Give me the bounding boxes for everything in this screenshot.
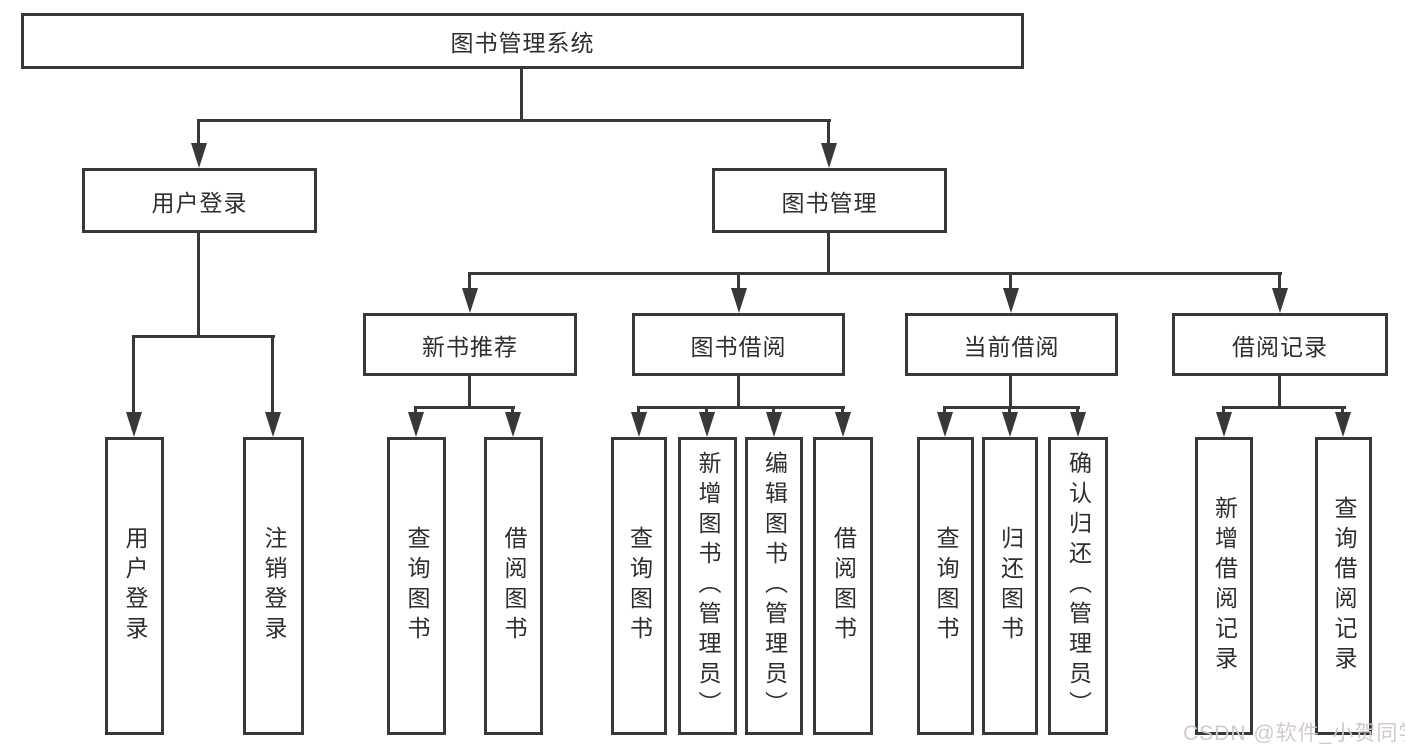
node-root: 图书管理系统: [21, 13, 1024, 69]
leaf-add-books-admin: 新增图书（管理员）: [678, 437, 737, 735]
csdn-watermark: CSDN @软件_小贺同学: [1183, 722, 1405, 745]
connector-bookmgmt-stem: [827, 231, 830, 274]
connector-root-stem: [520, 67, 523, 121]
leaf-query-books-1: 查询图书: [387, 437, 446, 735]
arrow-down-icon: [1003, 288, 1019, 313]
connector-borrowrecords-stem: [1278, 374, 1281, 408]
leaf-return-books: 归还图书: [982, 437, 1038, 735]
arrow-down-icon: [505, 412, 521, 437]
connector-newbooks-stem: [468, 374, 471, 408]
node-user-login: 用户登录: [82, 168, 317, 233]
arrow-down-icon: [1272, 288, 1288, 313]
connector-drop: [511, 406, 514, 414]
connector-borrowrecords-rail: [1222, 406, 1346, 409]
arrow-down-icon: [408, 412, 424, 437]
arrow-down-icon: [821, 143, 837, 168]
connector-bookborrow-rail: [637, 406, 845, 409]
connector-drop: [414, 406, 417, 414]
arrow-down-icon: [191, 143, 207, 168]
leaf-confirm-return-admin: 确认归还（管理员）: [1048, 437, 1108, 735]
connector-userlogin-stem: [197, 231, 200, 338]
leaf-query-books-3: 查询图书: [917, 437, 974, 735]
connector-drop: [1222, 406, 1225, 414]
arrow-down-icon: [835, 412, 851, 437]
connector-bookborrow-stem: [737, 374, 740, 408]
leaf-user-login: 用户登录: [105, 437, 164, 735]
connector-drop: [132, 335, 135, 414]
node-borrow-records: 借阅记录: [1172, 313, 1388, 376]
arrow-down-icon: [126, 412, 142, 437]
leaf-query-books-2: 查询图书: [611, 437, 667, 735]
connector-currentborrow-stem: [1009, 374, 1012, 408]
arrow-down-icon: [731, 288, 747, 313]
node-book-management: 图书管理: [712, 168, 947, 233]
arrow-down-icon: [631, 412, 647, 437]
connector-drop: [1278, 272, 1281, 290]
connector-drop: [772, 406, 775, 414]
connector-drop: [737, 272, 740, 290]
leaf-borrow-books-1: 借阅图书: [484, 437, 543, 735]
connector-drop: [271, 335, 274, 414]
connector-drop: [468, 272, 471, 290]
connector-userlogin-drop: [197, 119, 200, 145]
leaf-query-borrow-record: 查询借阅记录: [1315, 437, 1372, 735]
connector-drop: [1008, 406, 1011, 414]
node-current-borrow: 当前借阅: [905, 313, 1118, 376]
connector-drop: [705, 406, 708, 414]
connector-userlogin-rail: [133, 335, 275, 338]
connector-newbooks-rail: [414, 406, 515, 409]
arrow-down-icon: [1335, 412, 1351, 437]
arrow-down-icon: [1216, 412, 1232, 437]
arrow-down-icon: [1002, 412, 1018, 437]
connector-drop: [637, 406, 640, 414]
connector-drop: [841, 406, 844, 414]
connector-level3-rail: [469, 272, 1282, 275]
connector-currentborrow-rail: [943, 406, 1080, 409]
connector-drop: [1341, 406, 1344, 414]
connector-drop: [1009, 272, 1012, 290]
leaf-borrow-books-2: 借阅图书: [813, 437, 873, 735]
arrow-down-icon: [265, 412, 281, 437]
leaf-edit-books-admin: 编辑图书（管理员）: [745, 437, 803, 735]
connector-drop: [943, 406, 946, 414]
connector-drop: [1076, 406, 1079, 414]
arrow-down-icon: [699, 412, 715, 437]
leaf-add-borrow-record: 新增借阅记录: [1195, 437, 1253, 735]
leaf-logout: 注销登录: [243, 437, 304, 735]
connector-level2-rail: [198, 119, 831, 122]
connector-bookmgmt-drop: [827, 119, 830, 145]
node-new-book-recommend: 新书推荐: [363, 313, 577, 376]
node-book-borrow: 图书借阅: [632, 313, 845, 376]
arrow-down-icon: [462, 288, 478, 313]
arrow-down-icon: [937, 412, 953, 437]
arrow-down-icon: [1070, 412, 1086, 437]
arrow-down-icon: [766, 412, 782, 437]
